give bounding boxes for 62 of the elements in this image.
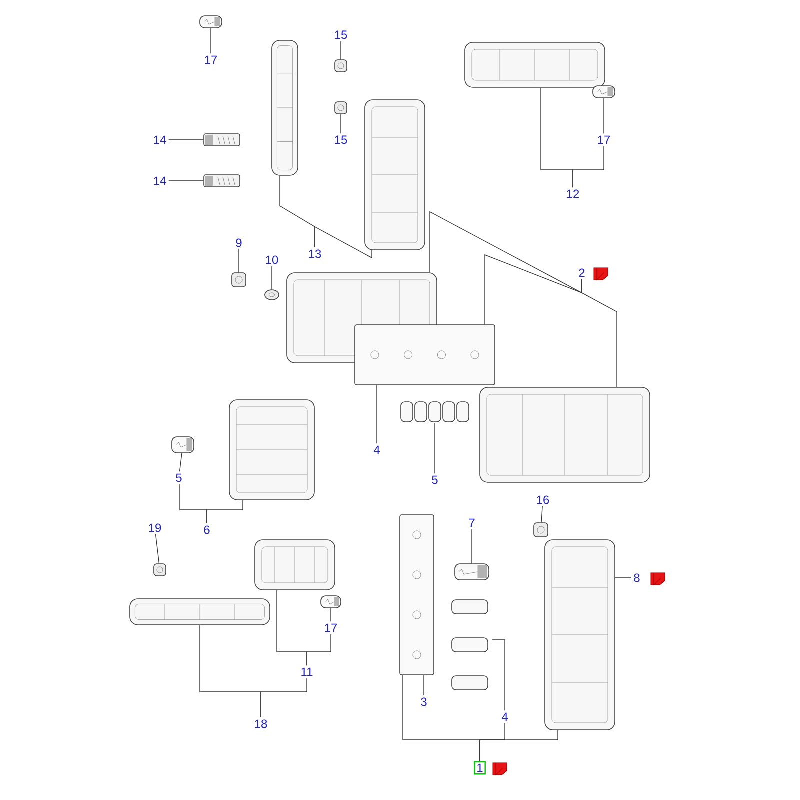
callout-number: 8 — [632, 572, 642, 584]
callout-number: 7 — [466, 516, 478, 530]
leader-line — [480, 730, 558, 762]
bulbs-drawing — [400, 402, 470, 422]
clip — [334, 102, 348, 114]
side-lamp — [229, 400, 315, 500]
lamp-lens — [480, 387, 650, 483]
leader-line — [340, 41, 342, 60]
callout-number: 19 — [146, 522, 164, 534]
callout-number: 10 — [263, 254, 281, 266]
callout-number: 5 — [430, 474, 440, 486]
leader-line — [572, 146, 604, 188]
gasket — [354, 324, 496, 386]
leader-line — [582, 279, 618, 388]
clip — [334, 60, 348, 72]
leader-line — [206, 500, 244, 524]
callout-number: 16 — [534, 494, 552, 506]
bulb — [172, 436, 194, 454]
leader-line — [376, 385, 378, 444]
trim-strip — [130, 598, 270, 626]
callout-number: 6 — [202, 524, 212, 536]
leader-line — [168, 180, 204, 182]
callout-number: 1 — [474, 761, 486, 775]
leader-line — [210, 28, 212, 54]
lamp-base — [272, 40, 298, 176]
bolt — [204, 174, 240, 188]
lamp-cover — [364, 100, 426, 250]
leader-line — [179, 453, 182, 472]
bulb-holder-plate — [400, 514, 434, 676]
leader-line — [155, 534, 160, 564]
leader-line — [330, 608, 332, 622]
leader-line — [541, 506, 543, 523]
clip — [534, 522, 548, 538]
leader-line — [492, 640, 506, 712]
bulb — [454, 564, 490, 580]
leader-line — [260, 678, 308, 718]
washer — [264, 290, 280, 300]
bulb — [592, 86, 616, 98]
leader-line — [314, 226, 372, 259]
leader-line — [340, 114, 342, 134]
callout-number: 13 — [306, 248, 324, 260]
bolt — [204, 134, 240, 146]
bulb — [320, 596, 342, 608]
brake-light — [464, 42, 606, 88]
callout-number: 4 — [372, 444, 382, 456]
callout-number: 18 — [252, 718, 270, 730]
bulbs-drawing — [452, 600, 488, 690]
callout-number: 5 — [174, 472, 184, 484]
bulb — [200, 16, 222, 28]
nut — [232, 272, 246, 288]
leader-line — [484, 254, 582, 325]
leader-line — [238, 249, 240, 273]
clip — [154, 564, 166, 576]
lamp-lens — [544, 540, 616, 730]
callout-number: 4 — [500, 710, 510, 724]
leader-line — [430, 211, 582, 294]
callout-number: 3 — [418, 696, 430, 708]
callout-number: 9 — [234, 236, 244, 250]
leader-line — [306, 634, 332, 666]
plate-lamp — [254, 540, 336, 590]
leader-line — [434, 422, 436, 474]
callout-number: 2 — [576, 266, 588, 280]
